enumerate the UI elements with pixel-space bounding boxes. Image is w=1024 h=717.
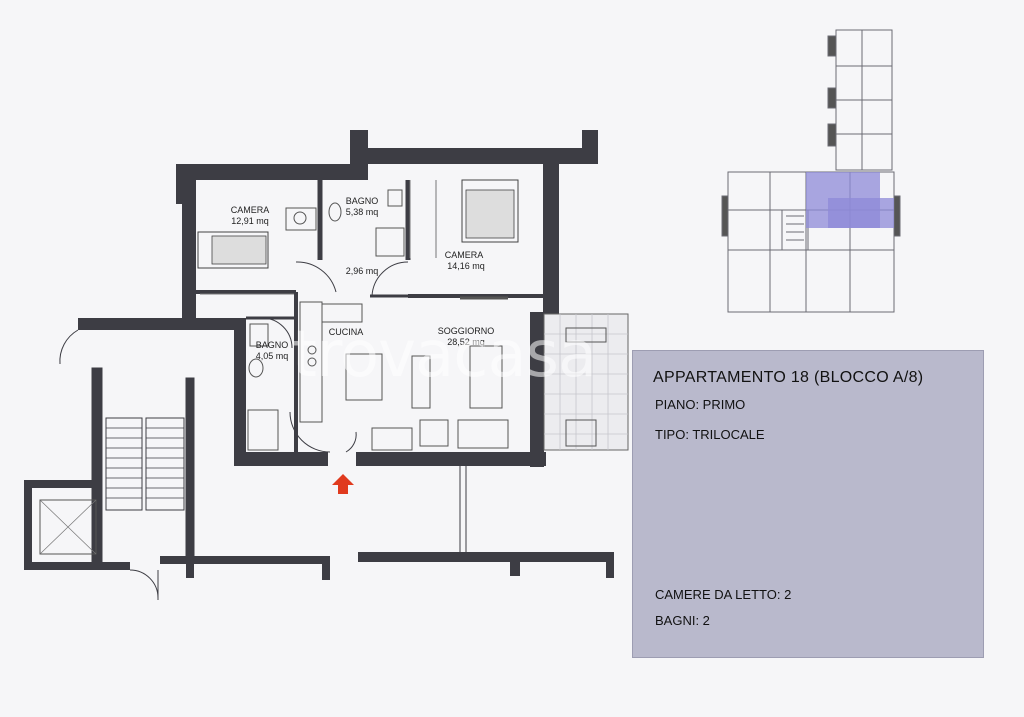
floor-info: PIANO: PRIMO <box>655 397 746 412</box>
cucina-name: CUCINA <box>329 327 364 337</box>
bedrooms-info: CAMERE DA LETTO: 2 <box>655 587 792 602</box>
bed-camera1 <box>197 231 269 269</box>
exit-door-arcs <box>129 466 467 600</box>
terrace <box>543 313 629 451</box>
key-plan-highlight-extension <box>828 198 894 228</box>
desk-camera1 <box>285 207 317 231</box>
bathroom2-fixtures <box>247 323 279 451</box>
apartment-info-panel: APPARTAMENTO 18 (BLOCCO A/8) PIANO: PRIM… <box>632 350 984 658</box>
camera2-name: CAMERA <box>445 250 484 260</box>
soggiorno-area: 28,52 mq <box>447 337 485 347</box>
staircase <box>59 329 195 569</box>
bagno1-name: BAGNO <box>346 196 379 206</box>
bagno2-name: BAGNO <box>256 340 289 350</box>
disimpegno-area: 2,96 mq <box>346 266 379 276</box>
lower-walls <box>160 552 614 580</box>
apartment-title: APPARTAMENTO 18 (BLOCCO A/8) <box>653 369 924 386</box>
bathrooms-info: BAGNI: 2 <box>655 613 710 628</box>
bed-camera2 <box>461 179 519 243</box>
camera1-area: 12,91 mq <box>231 216 269 226</box>
living-furniture <box>371 296 509 451</box>
key-plan <box>721 29 901 313</box>
bagno1-area: 5,38 mq <box>346 207 379 217</box>
entrance-arrow-icon <box>332 474 354 494</box>
type-info: TIPO: TRILOCALE <box>655 427 765 442</box>
kitchen-furniture <box>299 301 383 423</box>
camera2-area: 14,16 mq <box>447 261 485 271</box>
bagno2-area: 4,05 mq <box>256 351 289 361</box>
apartment-walls <box>78 130 598 467</box>
bathroom1-fixtures <box>328 189 405 257</box>
elevator <box>24 480 130 570</box>
soggiorno-name: SOGGIORNO <box>438 326 495 336</box>
camera1-name: CAMERA <box>231 205 270 215</box>
interior-partitions <box>196 180 545 453</box>
